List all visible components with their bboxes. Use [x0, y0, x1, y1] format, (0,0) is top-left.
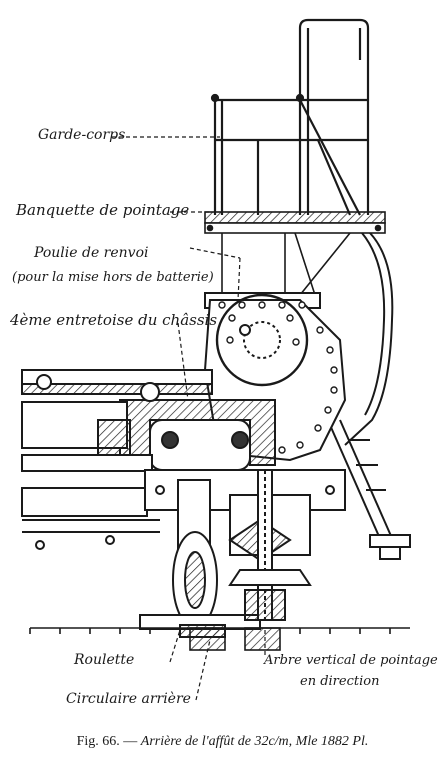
label-banquette: Banquette de pointage [16, 201, 190, 219]
label-entretoise: 4ème entretoise du châssis [10, 311, 218, 329]
vertical-shaft [228, 469, 312, 621]
guard-rail [210, 18, 370, 216]
ground-rail [29, 627, 410, 651]
leader-lines [112, 136, 266, 701]
figure-number: Fig. 66. — [76, 734, 138, 749]
platform [204, 211, 386, 296]
caption-text: Arrière de l'affût de 32c/m, Mle 1882 Pl… [140, 734, 369, 749]
label-roulette: Roulette [74, 652, 135, 668]
label-arbre-note: en direction [300, 674, 380, 689]
chassis-beams [21, 369, 213, 550]
label-arbre: Arbre vertical de pointage [264, 653, 438, 668]
side-stay [329, 232, 411, 560]
label-poulie: Poulie de renvoi [34, 245, 149, 261]
label-garde-corps: Garde-corps [38, 127, 126, 143]
label-poulie-note: (pour la mise hors de batterie) [12, 270, 214, 285]
figure-caption: Fig. 66. — Arrière de l'affût de 32c/m, … [0, 734, 445, 750]
label-circulaire: Circulaire arrière [66, 691, 191, 707]
